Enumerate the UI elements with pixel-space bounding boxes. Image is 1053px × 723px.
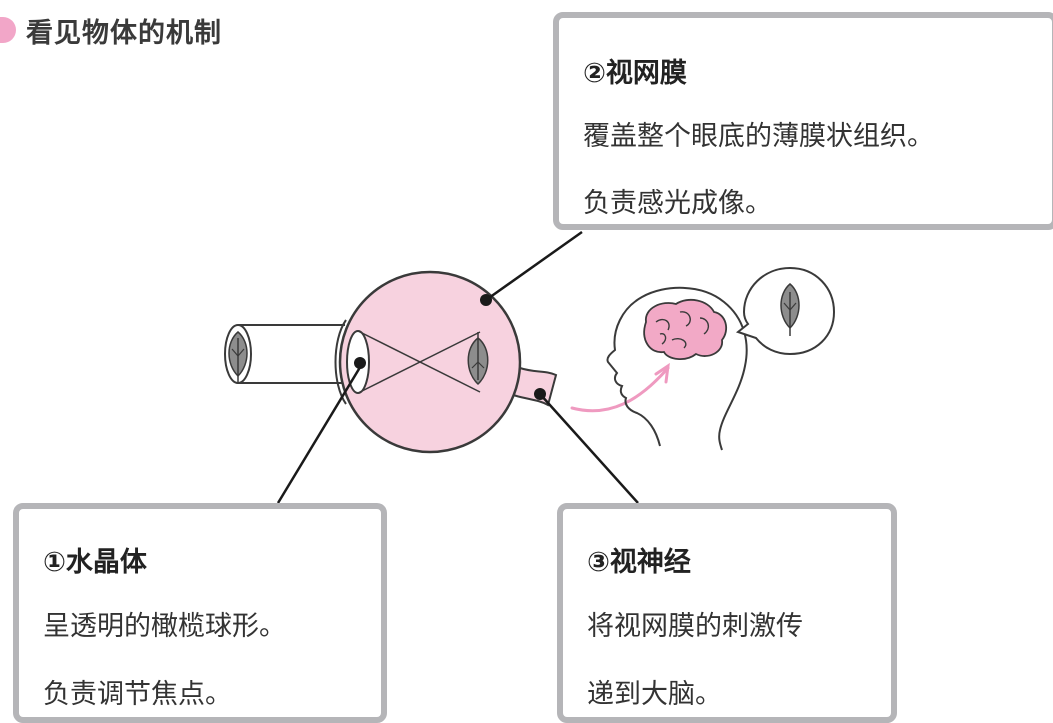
head-silhouette (606, 286, 748, 451)
page-title: 看见物体的机制 (0, 10, 222, 50)
callout-retina-title: ②视网膜 (583, 58, 687, 89)
lens-leader-line (276, 363, 364, 504)
title-marker-icon (0, 17, 16, 43)
callout-retina-line-1: 覆盖整个眼底的薄膜状组织。 (583, 121, 934, 152)
brain-icon (643, 298, 728, 360)
retina-image-leaf-icon (467, 332, 489, 386)
callout-lens-line-2: 负责调节焦点。 (43, 679, 232, 710)
eyeball (338, 270, 522, 454)
signal-arrow-icon (570, 362, 670, 413)
page-title-text: 看见物体的机制 (26, 17, 222, 49)
light-rays (357, 330, 481, 394)
callout-lens-title: ①水晶体 (43, 547, 147, 578)
thought-bubble (735, 266, 836, 356)
callout-retina-line-2: 负责感光成像。 (583, 188, 772, 219)
retina-leader-line (485, 230, 583, 302)
callout-optic-nerve-line-2: 递到大脑。 (587, 679, 722, 710)
callout-lens-line-1: 呈透明的橄榄球形。 (43, 611, 286, 642)
callout-optic-nerve: ③视神经 将视网膜的刺激传 递到大脑。 (557, 503, 897, 723)
callout-optic-nerve-title: ③视神经 (587, 547, 691, 578)
callout-optic-nerve-line-1: 将视网膜的刺激传 (587, 611, 803, 642)
callout-retina: ②视网膜 覆盖整个眼底的薄膜状组织。 负责感光成像。 (553, 12, 1053, 230)
callout-lens: ①水晶体 呈透明的橄榄球形。 负责调节焦点。 (13, 503, 387, 723)
nerve-leader-line (539, 393, 639, 504)
leader-dots (354, 294, 546, 400)
leader-lines (276, 230, 639, 504)
object-leaf-icon (228, 331, 248, 384)
